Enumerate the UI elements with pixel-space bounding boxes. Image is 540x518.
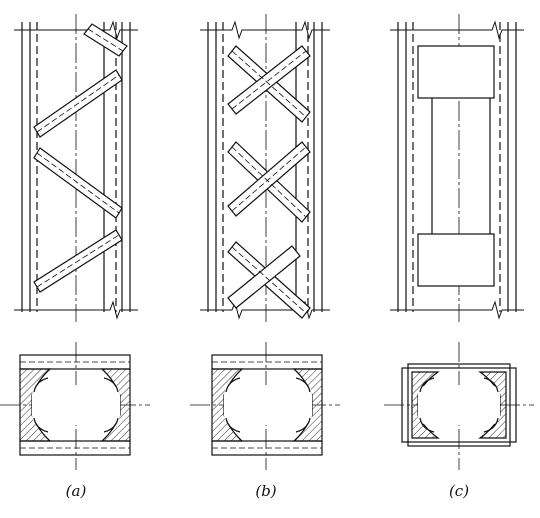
batten-plate xyxy=(417,45,495,99)
caption-a: (a) xyxy=(65,482,87,500)
panel-a-elevation xyxy=(14,14,138,322)
panel-a-section xyxy=(0,342,150,470)
lacing-bar xyxy=(33,23,128,293)
panel-b-elevation xyxy=(200,14,330,322)
caption-b: (b) xyxy=(255,482,277,500)
panel-c-elevation xyxy=(390,14,524,322)
panel-b-section xyxy=(190,342,340,470)
panel-c-section xyxy=(384,342,534,470)
caption-c: (c) xyxy=(448,482,470,500)
batten-plate xyxy=(417,233,495,287)
